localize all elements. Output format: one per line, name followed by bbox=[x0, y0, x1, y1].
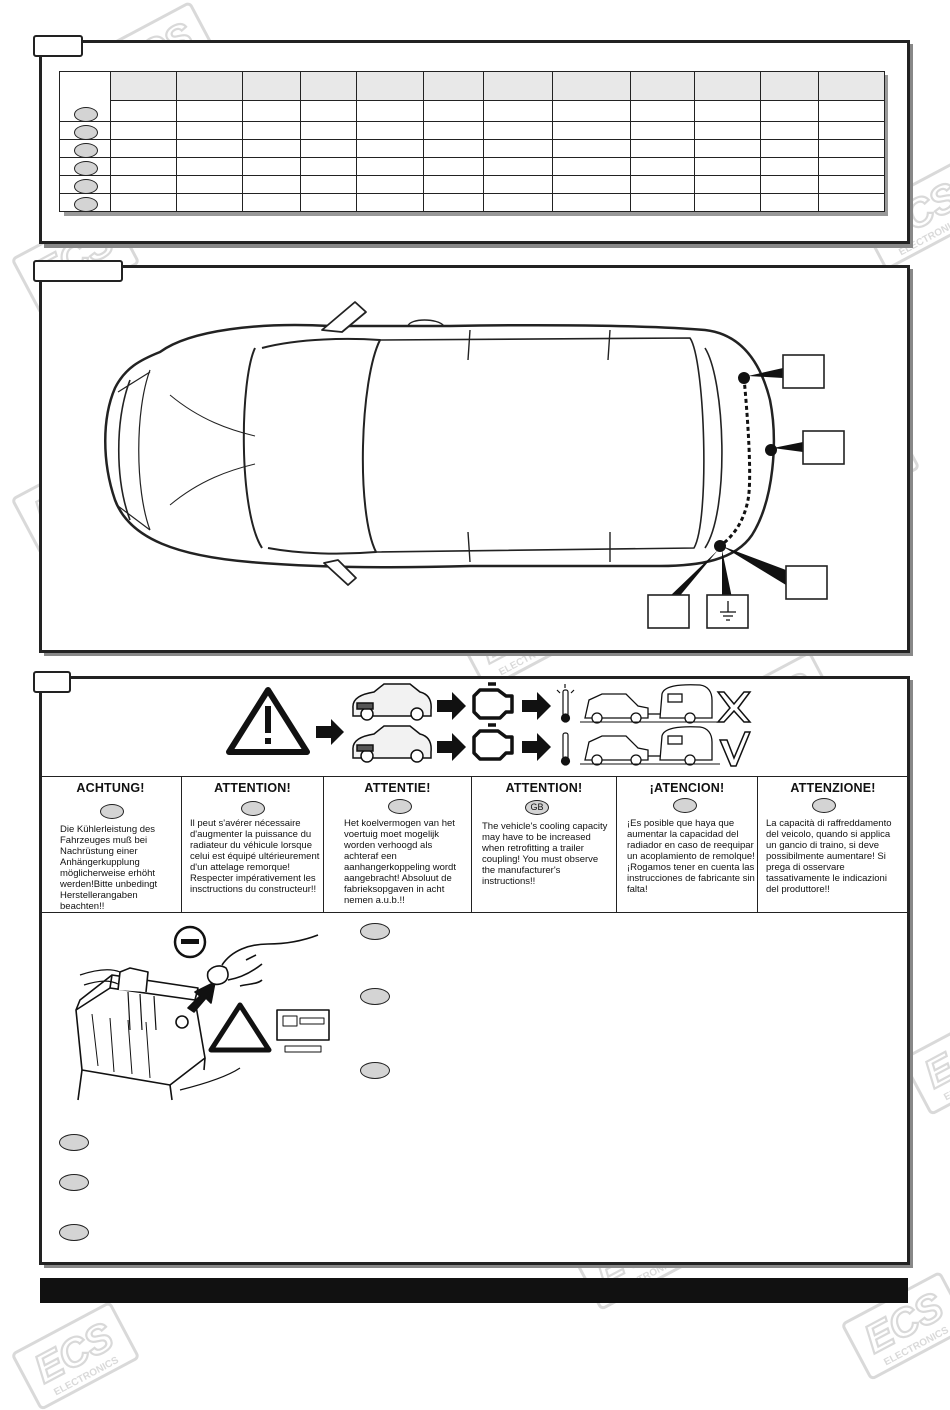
car-with-caravan-icon bbox=[580, 684, 720, 724]
car-panel-tab bbox=[33, 260, 123, 282]
flag-oval bbox=[241, 801, 265, 816]
step-oval bbox=[360, 923, 390, 940]
table-row bbox=[58, 121, 886, 140]
warning-title: ATTENTION! bbox=[505, 781, 583, 795]
step-oval bbox=[59, 1224, 89, 1241]
warning-panel bbox=[39, 676, 910, 1265]
row-marker bbox=[74, 197, 98, 212]
arrow-right-icon bbox=[522, 733, 551, 761]
engine-icon bbox=[472, 682, 514, 720]
hand-icon bbox=[206, 934, 319, 986]
arrow-right-icon bbox=[437, 733, 466, 761]
car-diagram-panel bbox=[39, 265, 910, 653]
flag-oval bbox=[100, 804, 124, 819]
step-oval bbox=[360, 988, 390, 1005]
flag-oval bbox=[388, 799, 412, 814]
warnings-row-top-border bbox=[40, 776, 908, 777]
warning-fr: ATTENTION! Il peut s'avérer nécessaire d… bbox=[182, 777, 324, 912]
row-marker bbox=[74, 161, 98, 176]
step-oval bbox=[59, 1134, 89, 1151]
thermometer-icon bbox=[560, 732, 571, 766]
svg-text:ELECTRONICS: ELECTRONICS bbox=[52, 1355, 121, 1399]
warnings-row-bottom-border bbox=[40, 912, 908, 913]
warning-title: ACHTUNG! bbox=[76, 781, 145, 795]
table-row bbox=[58, 139, 886, 158]
warning-panel-tab bbox=[33, 671, 71, 693]
warning-it: ATTENZIONE! La capacità di raffreddament… bbox=[758, 777, 908, 912]
warning-title: ATTENTIE! bbox=[364, 781, 431, 795]
row-marker bbox=[74, 143, 98, 158]
data-table bbox=[58, 71, 886, 212]
radio-code-icon bbox=[276, 1009, 330, 1041]
arrow-up-icon bbox=[187, 981, 216, 1013]
cooling-warning-illustration bbox=[226, 682, 752, 767]
checkmark-icon bbox=[718, 731, 752, 767]
battery-disconnect-illustration bbox=[75, 925, 330, 1101]
svg-text:ECS: ECS bbox=[27, 1314, 121, 1392]
step-oval bbox=[59, 1174, 89, 1191]
car-front-icon bbox=[352, 725, 432, 763]
row-marker bbox=[74, 179, 98, 194]
label-box bbox=[782, 354, 825, 389]
warning-text: ¡Es posible que haya que aumentar la cap… bbox=[627, 818, 755, 895]
label-box bbox=[802, 430, 845, 465]
flag-badge-gb: GB bbox=[530, 802, 544, 812]
warning-title: ATTENZIONE! bbox=[790, 781, 876, 795]
car-top-view-diagram bbox=[104, 301, 845, 629]
warning-triangle-icon bbox=[208, 1002, 272, 1053]
arrow-right-icon bbox=[316, 719, 344, 745]
warning-es: ¡ATENCION! ¡Es posible que haya que aume… bbox=[617, 777, 758, 912]
row-marker bbox=[74, 125, 98, 140]
car-body-outline bbox=[104, 323, 776, 569]
warning-title: ATTENTION! bbox=[214, 781, 291, 795]
engine-icon bbox=[472, 723, 514, 761]
svg-text:ELECTRONICS: ELECTRONICS bbox=[882, 1325, 950, 1369]
label-box bbox=[647, 594, 690, 629]
warning-triangle-icon bbox=[226, 687, 310, 755]
warning-text: Il peut s'avérer nécessaire d'augmenter … bbox=[190, 818, 320, 895]
footer-bar bbox=[40, 1278, 908, 1303]
wiring-route bbox=[719, 377, 752, 548]
label-box bbox=[785, 565, 828, 600]
table-panel-tab bbox=[33, 35, 83, 57]
cross-icon bbox=[716, 691, 752, 723]
car-with-caravan-icon bbox=[580, 726, 720, 766]
arrow-right-icon bbox=[522, 692, 551, 720]
arrow-right-icon bbox=[437, 692, 466, 720]
step-oval bbox=[360, 1062, 390, 1079]
warning-de: ACHTUNG! Die Kühlerleistung des Fahrzeug… bbox=[40, 777, 182, 912]
flag-oval bbox=[673, 798, 697, 813]
warning-title: ¡ATENCION! bbox=[649, 781, 725, 795]
warning-text: Het koelvermogen van het voertuig moet m… bbox=[344, 818, 456, 906]
warning-text: La capacità di raffreddamento del veicol… bbox=[766, 818, 892, 895]
row-marker bbox=[74, 107, 98, 122]
ground-symbol-icon bbox=[720, 601, 736, 621]
warning-text: Die Kühlerleistung des Fahrzeuges muß be… bbox=[60, 824, 158, 912]
minus-terminal-icon bbox=[173, 925, 207, 959]
warning-gb: ATTENTION! GB The vehicle's cooling capa… bbox=[472, 777, 617, 912]
flag-oval bbox=[812, 798, 836, 813]
thermometer-icon bbox=[556, 684, 575, 723]
car-front-icon bbox=[352, 683, 432, 721]
table-row bbox=[58, 193, 886, 212]
flag-oval: GB bbox=[525, 800, 549, 815]
warning-text: The vehicle's cooling capacity may have … bbox=[482, 821, 608, 887]
warning-nl: ATTENTIE! Het koelvermogen van het voert… bbox=[324, 777, 472, 912]
table-header-row bbox=[58, 71, 886, 122]
